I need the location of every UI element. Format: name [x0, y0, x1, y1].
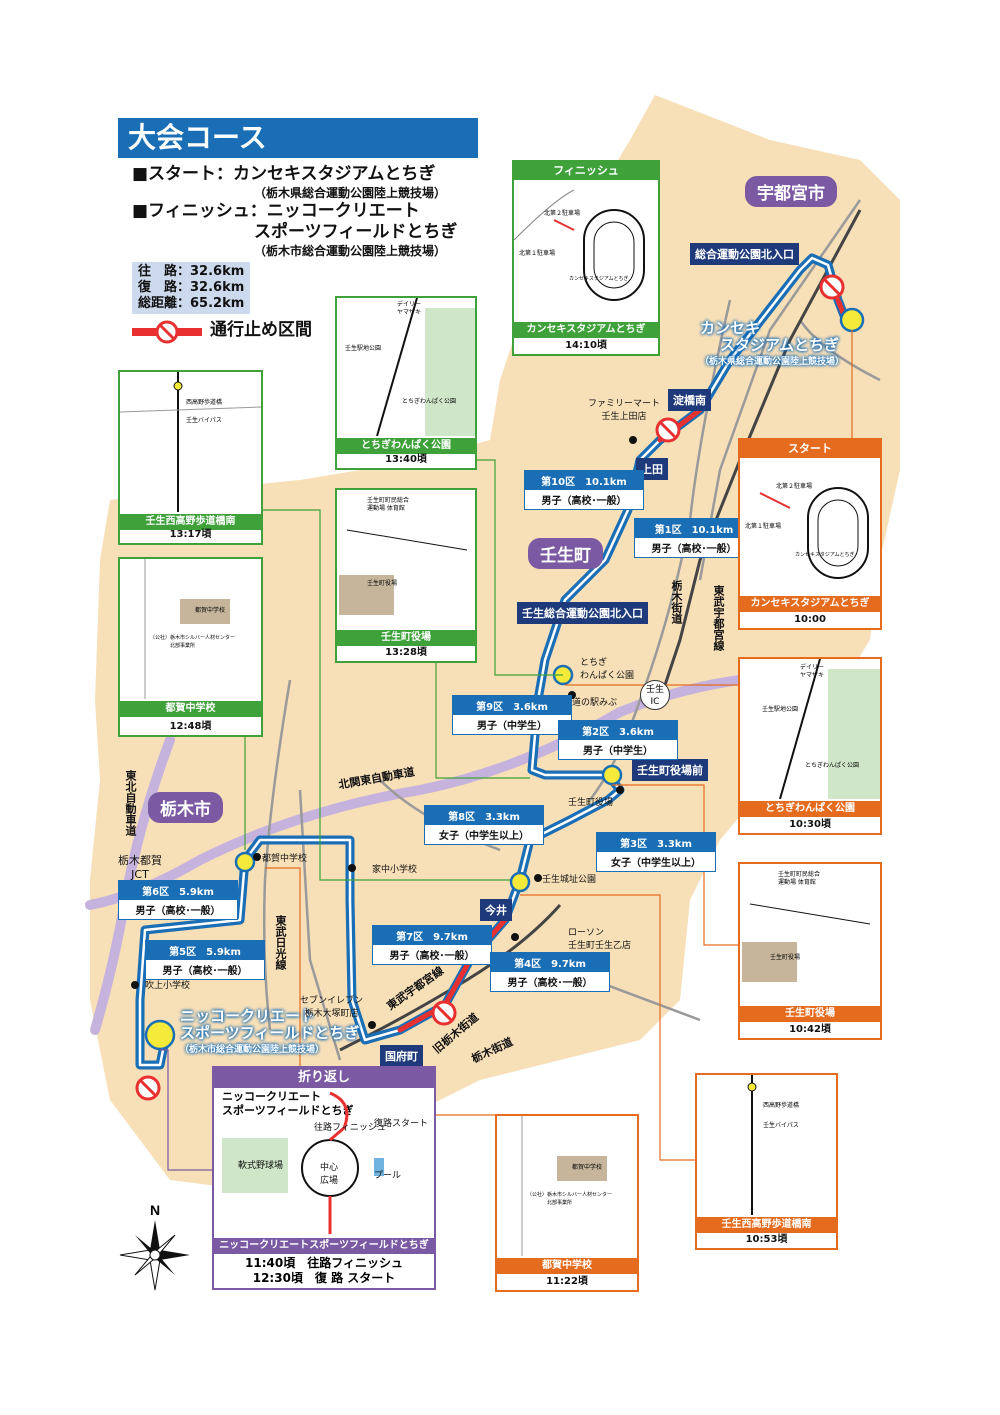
kanseki-label: カンセキ スタジアムとちぎ （栃木県総合運動公園陸上競技場）	[700, 319, 845, 368]
label-imai: 今井	[480, 899, 512, 921]
inset-start-kanseki: スタート 北第２駐車場 北第１駐車場 カンセキスタジアムとちぎ カンセキスタジア…	[738, 438, 882, 630]
landmark-seven: セブンイレブン栃木大塚町店	[300, 996, 364, 1019]
svg-text:北部事業所: 北部事業所	[547, 1199, 572, 1206]
inset-wanpaku-out: デイリー ヤマザキ 壬生駅地公園 とちぎわんぱく公園 とちぎわんぱく公園 10:…	[738, 657, 882, 835]
landmark-tsuga-jhs: 都賀中学校	[262, 854, 308, 864]
nikko-label: ニッコークリエート スポーツフィールドとちぎ （栃木市総合運動公園陸上競技場）	[180, 1007, 360, 1056]
landmark-lawson: ローソン壬生町壬生乙店	[568, 928, 632, 951]
svg-text:壬生バイパス: 壬生バイパス	[186, 416, 222, 424]
svg-text:ヤマザキ: ヤマザキ	[397, 309, 421, 316]
svg-text:壬生町町民総合: 壬生町町民総合	[367, 496, 409, 504]
city-utsunomiya: 宇都宮市	[745, 176, 837, 207]
label-mibu-office-front: 壬生町役場前	[632, 759, 708, 781]
distance-box: 往 路：32.6km 復 路：32.6km 総距離：65.2km	[132, 262, 251, 314]
svg-text:北第１駐車場: 北第１駐車場	[519, 249, 555, 257]
start-label: ■スタート：カンセキスタジアムとちぎ	[132, 164, 436, 184]
dist-total: 総距離：65.2km	[138, 296, 245, 311]
closure-markers	[135, 274, 845, 1101]
turnaround-box: 折り返し ニッコークリエート スポーツフィールドとちぎ ニッコークリエートスポー…	[212, 1066, 436, 1290]
svg-text:壬生町役場: 壬生町役場	[770, 953, 800, 961]
landmark-wanpaku: とちぎわんぱく公園	[580, 658, 635, 681]
inset-nishitakano-return: 西高野歩道橋 壬生バイパス 壬生西高野歩道橋南 13:17頃	[118, 370, 263, 545]
svg-text:都賀中学校: 都賀中学校	[572, 1163, 602, 1171]
road-tobu-nikko: 東武日光線	[274, 915, 287, 970]
svg-text:壬生町町民総合: 壬生町町民総合	[778, 870, 820, 878]
landmark-castle-park: 壬生城址公園	[542, 875, 597, 885]
svg-text:デイリー: デイリー	[397, 300, 421, 308]
svg-text:壬生バイパス: 壬生バイパス	[763, 1121, 799, 1129]
city-mibu: 壬生町	[528, 538, 603, 569]
road-tochigi-kaido: 栃木街道	[670, 580, 683, 624]
start-sub: （栃木県総合運動公園陸上競技場）	[254, 186, 447, 200]
svg-text:壬生駅地公園: 壬生駅地公園	[345, 344, 381, 352]
label-park-north: 総合運動公園北入口	[690, 243, 799, 265]
svg-text:都賀中学校: 都賀中学校	[195, 606, 225, 614]
svg-text:とちぎわんぱく公園: とちぎわんぱく公園	[402, 397, 456, 405]
inset-finish-kanseki: フィニッシュ 北第２駐車場 北第１駐車場 カンセキスタジアムとちぎ カンセキスタ…	[512, 160, 660, 356]
city-tochigi: 栃木市	[148, 792, 223, 823]
svg-text:（公社）栃木市シルバー人材センター: （公社）栃木市シルバー人材センター	[527, 1191, 612, 1198]
inset-tsuga-return: 都賀中学校 （公社）栃木市シルバー人材センター 北部事業所 都賀中学校 12:4…	[118, 557, 263, 737]
svg-text:ヤマザキ: ヤマザキ	[800, 672, 824, 679]
inset-nishitakano-out: 西高野歩道橋 壬生バイパス 壬生西高野歩道橋南 10:53頃	[695, 1073, 838, 1250]
landmark-mibu-office: 壬生町役場	[568, 798, 614, 808]
road-tobu-utsunomiya2: 東武宇都宮線	[712, 585, 725, 651]
inset-wanpaku-return: デイリー ヤマザキ 壬生駅地公園 とちぎわんぱく公園 とちぎわんぱく公園 13:…	[335, 296, 477, 470]
finish-label: ■フィニッシュ：ニッコークリエート	[132, 201, 420, 221]
inset-tsuga-out: 都賀中学校 （公社）栃木市シルバー人材センター 北部事業所 都賀中学校 11:2…	[495, 1114, 639, 1292]
svg-text:カンセキスタジアムとちぎ: カンセキスタジアムとちぎ	[795, 551, 855, 558]
closure-legend-icon	[132, 320, 202, 344]
svg-text:西高野歩道橋: 西高野歩道橋	[186, 398, 222, 406]
landmark-fukiage: 吹上小学校	[145, 981, 191, 991]
svg-text:壬生駅地公園: 壬生駅地公園	[762, 705, 798, 713]
svg-text:デイリー: デイリー	[800, 663, 824, 671]
landmark-michinoeki: 道の駅みぶ	[572, 698, 618, 708]
label-kamida: 上田	[636, 458, 668, 480]
inset-mibu-office-out: 壬生町町民総合 運動場 体育館 壬生町役場 壬生町役場 10:42頃	[738, 862, 882, 1040]
svg-text:北第２駐車場: 北第２駐車場	[544, 209, 580, 217]
label-kokufu: 国府町	[380, 1045, 423, 1067]
inset-mibu-office-return: 壬生町町民総合 運動場 体育館 壬生町役場 壬生町役場 13:28頃	[335, 488, 477, 663]
label-mibu-park-north: 壬生総合運動公園北入口	[517, 602, 648, 624]
closure-label: 通行止め区間	[210, 320, 312, 340]
svg-text:壬生町役場: 壬生町役場	[367, 579, 397, 587]
svg-text:北部事業所: 北部事業所	[170, 642, 195, 649]
closure-legend	[132, 320, 202, 348]
svg-text:運動場 体育館: 運動場 体育館	[778, 878, 816, 886]
svg-text:西高野歩道橋: 西高野歩道橋	[763, 1101, 799, 1109]
svg-text:とちぎわんぱく公園: とちぎわんぱく公園	[805, 761, 859, 769]
compass-icon	[119, 1220, 190, 1291]
finish-label2: スポーツフィールドとちぎ	[254, 222, 458, 242]
svg-text:運動場 体育館: 運動場 体育館	[367, 504, 405, 512]
dist-out: 往 路：32.6km	[138, 264, 245, 279]
svg-text:（公社）栃木市シルバー人材センター: （公社）栃木市シルバー人材センター	[150, 634, 235, 641]
finish-sub: （栃木市総合運動公園陸上競技場）	[254, 244, 447, 258]
landmark-iechu: 家中小学校	[372, 865, 418, 875]
svg-text:カンセキスタジアムとちぎ: カンセキスタジアムとちぎ	[569, 275, 629, 282]
landmark-familymart: ファミリーマート壬生上田店	[588, 399, 661, 422]
dist-back: 復 路：32.6km	[138, 280, 245, 295]
svg-text:北第１駐車場: 北第１駐車場	[745, 522, 781, 530]
compass-n: N	[150, 1202, 160, 1218]
road-tohoku: 東北自動車道	[124, 770, 137, 836]
label-yodobashi: 淀橋南	[668, 389, 711, 411]
svg-text:北第２駐車場: 北第２駐車場	[776, 482, 812, 490]
start-info: ■スタート：カンセキスタジアムとちぎ （栃木県総合運動公園陸上競技場） ■フィニ…	[132, 164, 457, 259]
page-title: 大会コース	[118, 118, 478, 158]
